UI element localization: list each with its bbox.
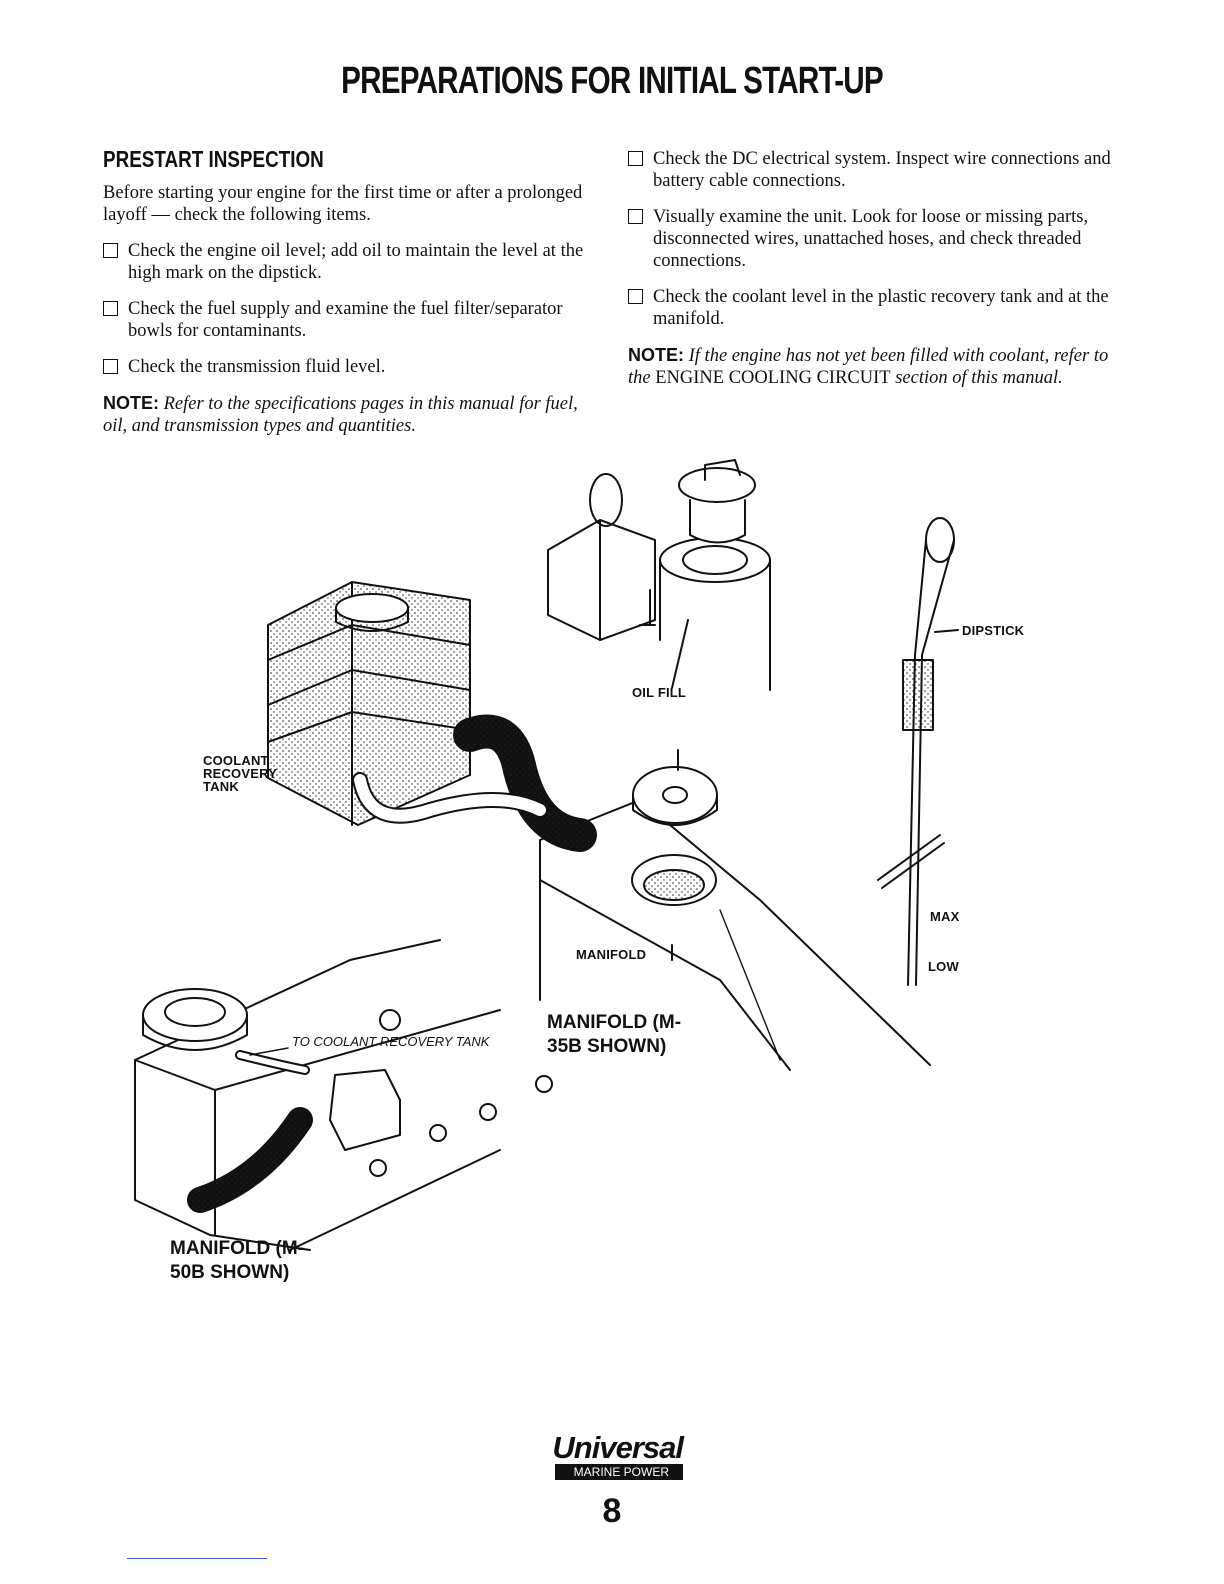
checklist-item: Check the transmission fluid level. — [103, 356, 593, 378]
page-title: PREPARATIONS FOR INITIAL START-UP — [341, 60, 884, 102]
checkbox-icon — [103, 243, 118, 258]
checklist-item: Check the DC electrical system. Inspect … — [628, 148, 1118, 192]
checklist-text: Check the transmission fluid level. — [128, 357, 386, 377]
left-column: PRESTART INSPECTION Before starting your… — [103, 148, 593, 451]
manifold-m50b-drawing — [134, 939, 553, 1251]
checkbox-icon — [628, 289, 643, 304]
note-text: If the engine has not yet been filled wi… — [628, 346, 1109, 388]
checklist-item: Check the fuel supply and examine the fu… — [103, 298, 593, 342]
logo-tagline: MARINE POWER — [555, 1464, 683, 1480]
oil-fill-drawing — [547, 459, 771, 691]
low-label: LOW — [928, 959, 959, 974]
section-heading: PRESTART INSPECTION — [103, 146, 324, 172]
oil-fill-label: OIL FILL — [632, 685, 687, 700]
note-label: NOTE: — [103, 393, 159, 413]
checkbox-icon — [103, 301, 118, 316]
manifold-m35b-drawing — [539, 749, 931, 1071]
manifold-m35b-label: MANIFOLD (M-35B SHOWN) — [547, 1012, 682, 1057]
max-label: MAX — [930, 909, 960, 924]
note-text: Refer to the specifications pages in thi… — [103, 394, 578, 436]
dipstick-label: DIPSTICK — [962, 623, 1025, 638]
dipstick-drawing — [877, 517, 959, 986]
coolant-recovery-tank-label: COOLANT RECOVERY TANK — [203, 753, 277, 794]
note: NOTE: If the engine has not yet been fil… — [628, 344, 1118, 389]
checkbox-icon — [628, 151, 643, 166]
footer-rule — [127, 1558, 267, 1559]
checklist-text: Check the DC electrical system. Inspect … — [653, 149, 1111, 191]
manifold-m50b-label: MANIFOLD (M-50B SHOWN) — [170, 1238, 305, 1283]
right-column: Check the DC electrical system. Inspect … — [628, 148, 1118, 403]
coolant-recovery-tank-drawing — [267, 581, 471, 826]
manifold-label: MANIFOLD — [576, 947, 647, 962]
checklist-text: Check the coolant level in the plastic r… — [653, 287, 1109, 329]
note: NOTE: Refer to the specifications pages … — [103, 392, 593, 437]
checklist-item: Check the coolant level in the plastic r… — [628, 286, 1118, 330]
checklist-text: Visually examine the unit. Look for loos… — [653, 207, 1089, 271]
intro-paragraph: Before starting your engine for the firs… — [103, 183, 583, 225]
checklist-text: Check the engine oil level; add oil to m… — [128, 241, 584, 283]
to-coolant-tank-label: TO COOLANT RECOVERY TANK — [292, 1034, 490, 1049]
page-number: 8 — [602, 1492, 622, 1530]
note-text: section of this manual. — [895, 368, 1063, 388]
checkbox-icon — [628, 209, 643, 224]
note-label: NOTE: — [628, 345, 684, 365]
checklist-item: Check the engine oil level; add oil to m… — [103, 240, 593, 284]
checkbox-icon — [103, 359, 118, 374]
logo-wordmark: Universal — [552, 1430, 684, 1465]
universal-logo: Universal MARINE POWER — [515, 1430, 684, 1480]
note-section-ref: ENGINE COOLING CIRCUIT — [655, 368, 891, 388]
checklist-text: Check the fuel supply and examine the fu… — [128, 299, 563, 341]
checklist-item: Visually examine the unit. Look for loos… — [628, 206, 1118, 272]
